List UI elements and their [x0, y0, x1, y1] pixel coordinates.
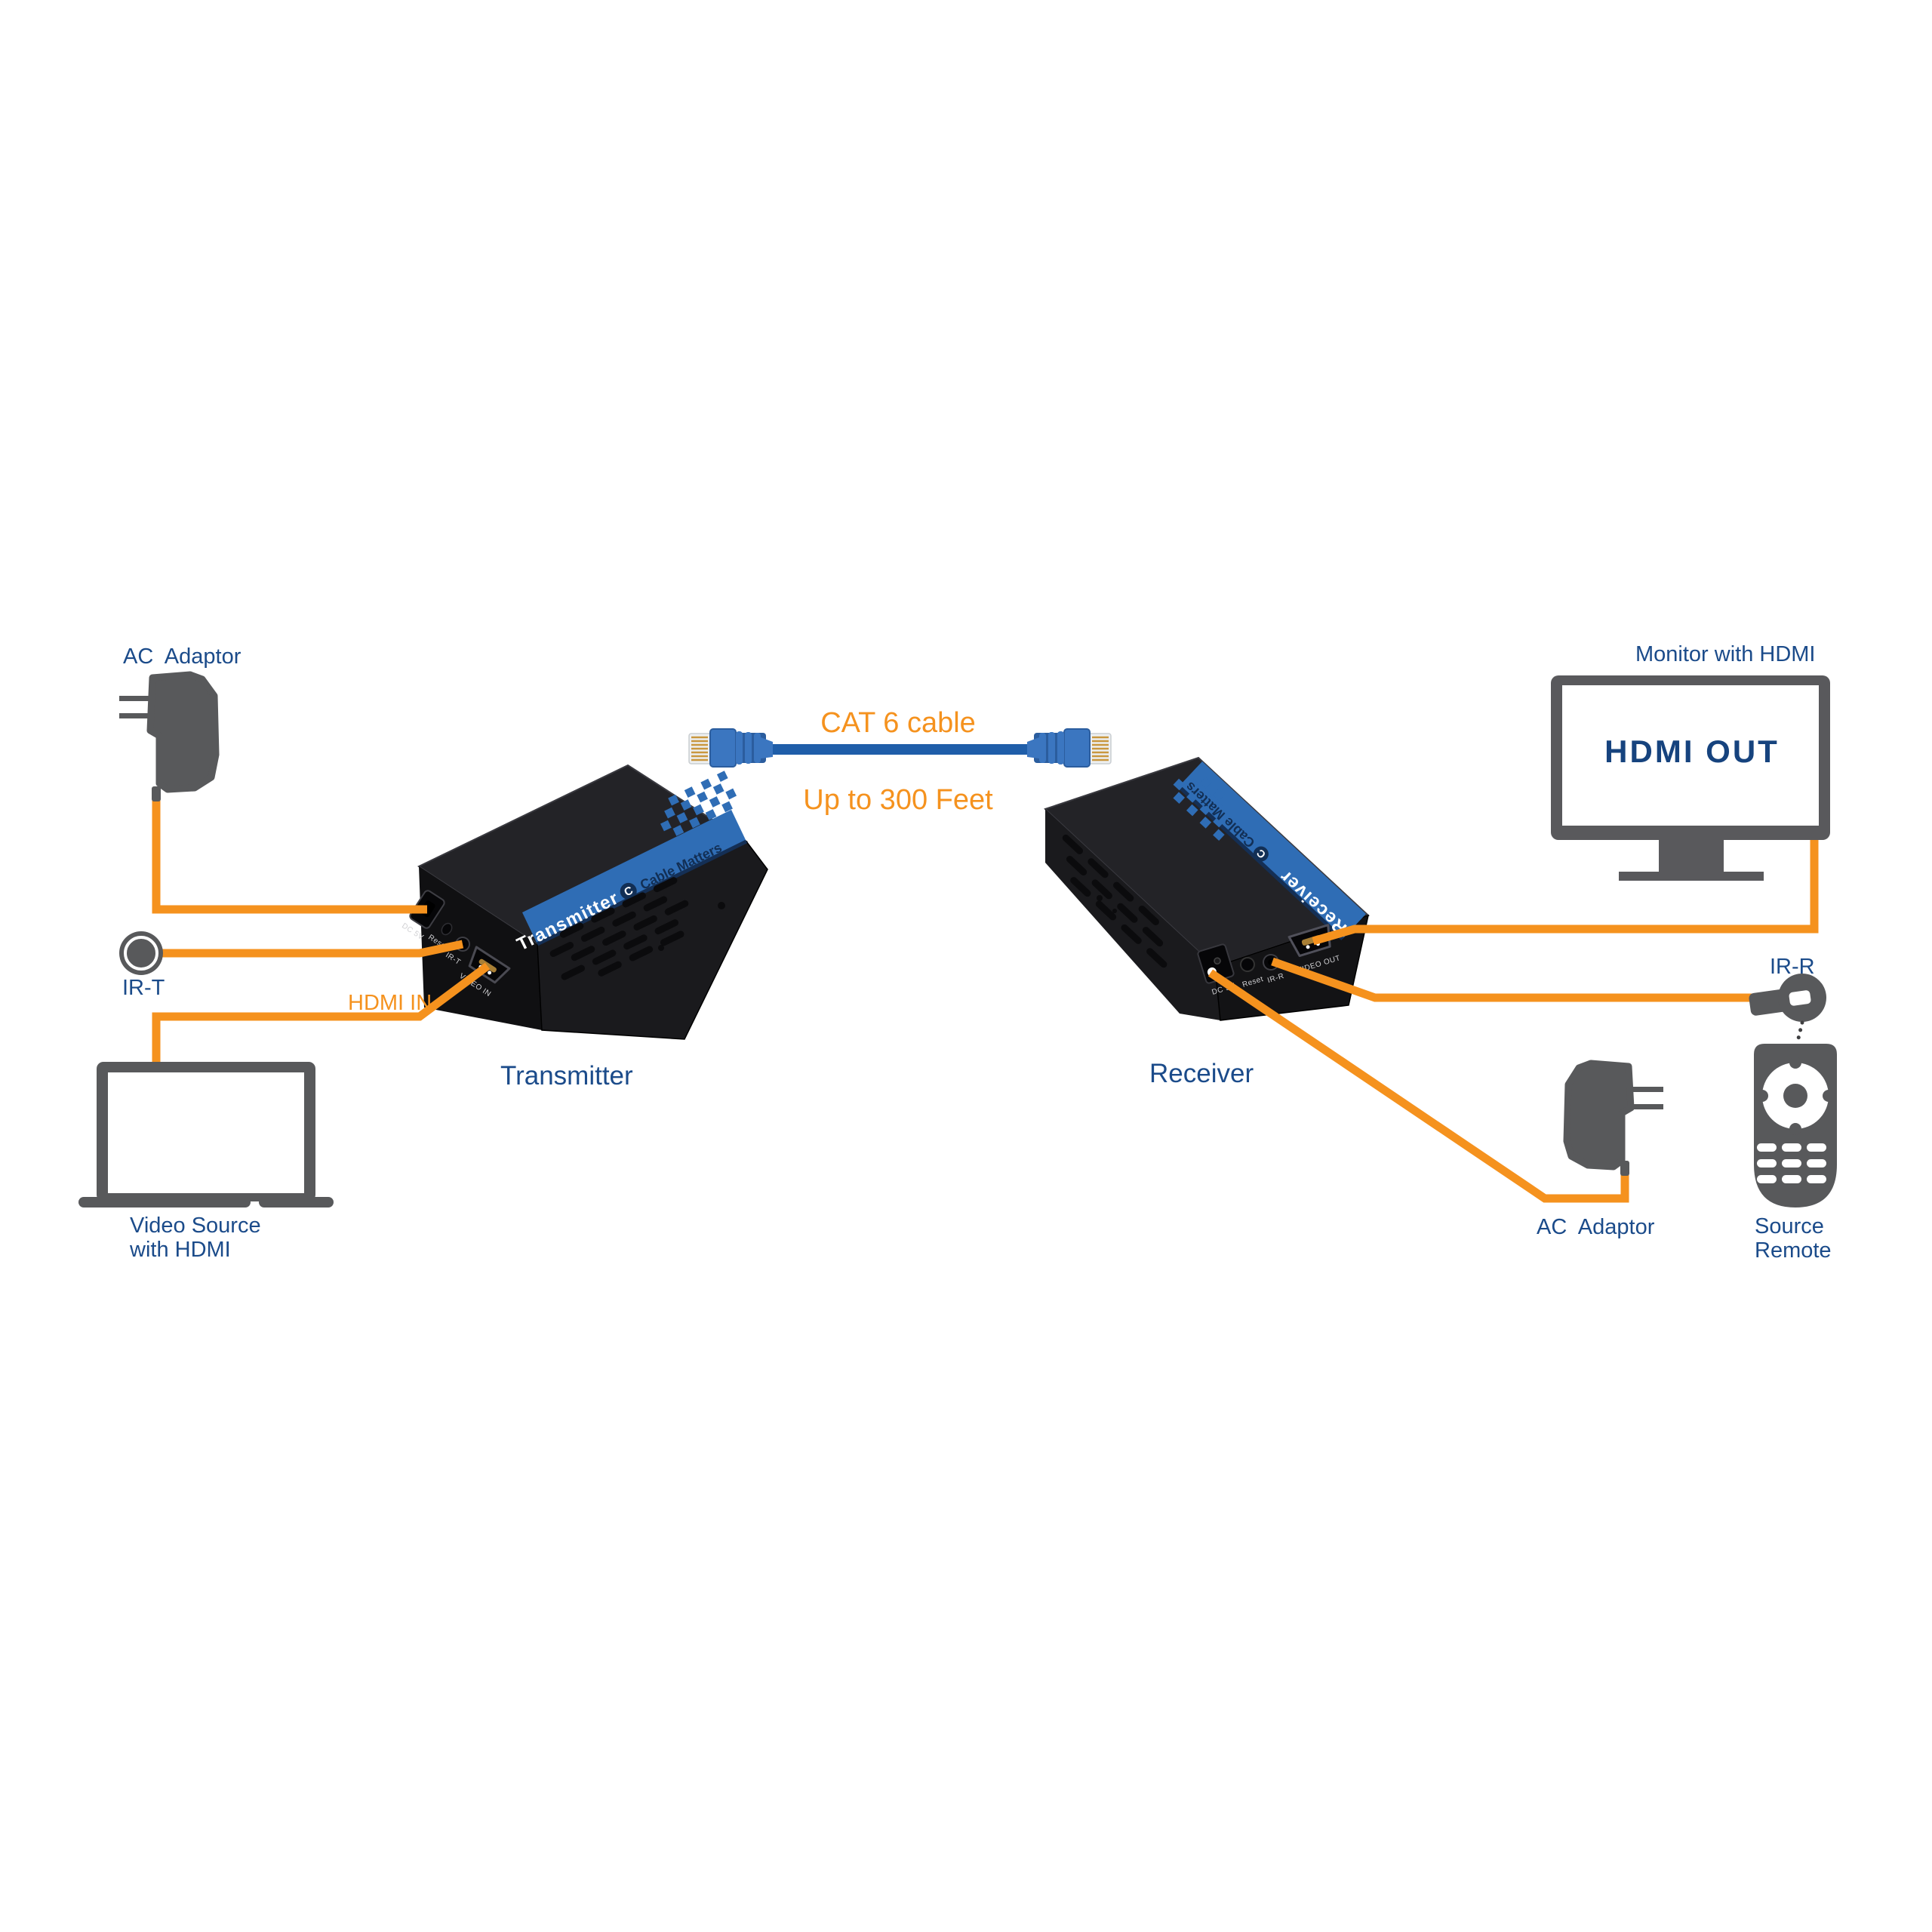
transmitter-checker-pattern: [660, 771, 737, 836]
cable-irt-to-transmitter: [162, 940, 464, 958]
label-video-source-2: with HDMI: [129, 1238, 231, 1262]
cable-hdmi-in: [152, 962, 491, 1064]
label-ir-t: IR-T: [122, 976, 165, 1000]
monitor-screen-text: HDMI OUT: [1604, 734, 1780, 769]
ac-adaptor-right-icon: [1563, 1060, 1663, 1176]
receiver-screw-dot: [1112, 909, 1117, 913]
label-hdmi-in: HDMI IN: [348, 991, 432, 1015]
label-cat6-feet: Up to 300 Feet: [803, 784, 993, 816]
adaptor-body: [146, 671, 220, 793]
cable-receiver-to-irr: [1271, 957, 1760, 1002]
cable-acadaptor-to-transmitter: [152, 791, 427, 914]
adaptor-cord-stub: [1620, 1161, 1629, 1176]
transmitter-screw-dot: [718, 902, 725, 909]
plug-prong: [119, 713, 151, 718]
receiver-vent-grid: [1062, 834, 1168, 968]
laptop-icon: [78, 1062, 334, 1208]
ac-adaptor-left-icon: [119, 671, 220, 801]
rj45-connector-left-icon: [688, 728, 773, 768]
label-monitor: Monitor with HDMI: [1635, 642, 1816, 666]
labels: AC Adaptor IR-T HDMI IN Video Source wit…: [122, 642, 1832, 1263]
cat6-cable: [688, 728, 1112, 768]
plug-prong: [119, 696, 151, 701]
cable-matters-logo-icon: [1253, 846, 1269, 862]
adaptor-body: [1563, 1060, 1635, 1171]
transmitter-screw-dot: [658, 945, 664, 951]
label-ir-r: IR-R: [1770, 955, 1815, 979]
monitor-icon: HDMI OUT: [1551, 675, 1830, 881]
cable-receiver-to-acadaptor: [1208, 969, 1629, 1203]
receiver-stripe: [1179, 761, 1366, 939]
transmitter-stripe: [522, 810, 746, 944]
plug-prong: [1632, 1087, 1663, 1092]
cable-matters-logo-icon: [620, 882, 637, 900]
label-ac-adaptor-left: AC Adaptor: [123, 645, 242, 669]
receiver-screw-dot: [1097, 895, 1103, 901]
receiver-checker-pattern: [1173, 777, 1225, 841]
label-ac-adaptor-right: AC Adaptor: [1537, 1215, 1655, 1239]
transmitter-device: Transmitter C Cable Matters DC 5V Reset: [400, 764, 768, 1040]
label-source-remote-2: Remote: [1755, 1238, 1832, 1263]
label-video-source-1: Video Source: [130, 1214, 261, 1238]
connection-cables: [152, 791, 1819, 1203]
label-cat6-cable: CAT 6 cable: [820, 707, 976, 739]
rj45-connector-right-icon: [1027, 728, 1112, 768]
remote-icon: [1754, 1044, 1837, 1208]
ir-r-icon: [1749, 974, 1826, 1022]
plug-prong: [1632, 1104, 1663, 1109]
label-source-remote-1: Source: [1755, 1214, 1824, 1238]
transmitter-vent-grid: [549, 877, 689, 980]
remote-buttons: [1757, 1143, 1826, 1183]
adaptor-cord-stub: [152, 786, 161, 801]
caption-transmitter: Transmitter: [500, 1061, 633, 1091]
ir-t-icon: [119, 931, 163, 975]
caption-receiver: Receiver: [1149, 1059, 1254, 1088]
ir-dotted-link: [1795, 1020, 1804, 1047]
cable-receiver-to-monitor: [1312, 834, 1819, 946]
